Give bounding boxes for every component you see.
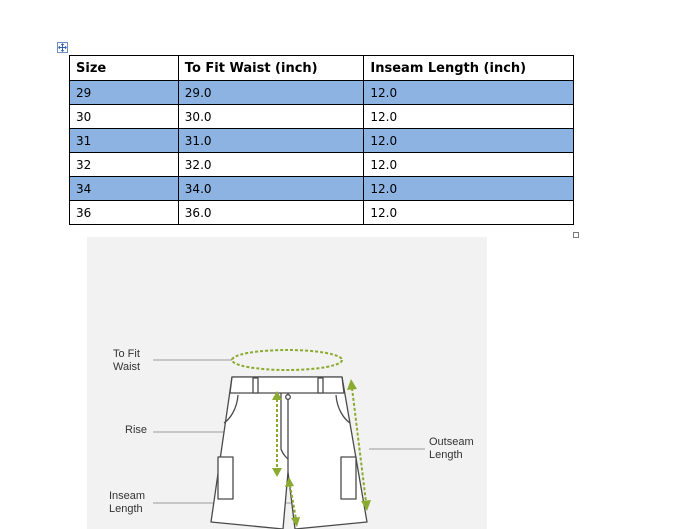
cell-inseam[interactable]: 12.0: [363, 200, 574, 225]
table-row: 32 32.0 12.0: [69, 152, 574, 177]
table-row: 36 36.0 12.0: [69, 200, 574, 225]
cell-size[interactable]: 31: [69, 128, 179, 153]
table-row: 29 29.0 12.0: [69, 80, 574, 105]
cell-waist[interactable]: 29.0: [177, 80, 365, 105]
cell-waist[interactable]: 36.0: [177, 200, 365, 225]
size-chart-table: Size To Fit Waist (inch) Inseam Length (…: [69, 55, 574, 225]
cell-size[interactable]: 36: [69, 200, 179, 225]
header-waist[interactable]: To Fit Waist (inch): [177, 55, 365, 81]
cell-size[interactable]: 32: [69, 152, 179, 177]
rise-arrow-icon: [272, 391, 282, 477]
inseam-arrow-icon: [285, 477, 300, 527]
outseam-arrow-icon: [347, 379, 371, 511]
outseam-label: Outseam Length: [429, 436, 474, 461]
shorts-illustration: [153, 349, 425, 529]
cell-inseam[interactable]: 12.0: [363, 128, 574, 153]
table-row: 34 34.0 12.0: [69, 176, 574, 201]
table-row: 31 31.0 12.0: [69, 128, 574, 153]
waist-label: To Fit Waist: [113, 348, 141, 373]
waist-measure-ellipse: [231, 349, 343, 371]
shorts-outline: [210, 376, 368, 529]
cell-inseam[interactable]: 12.0: [363, 152, 574, 177]
header-size[interactable]: Size: [69, 55, 179, 81]
cell-size[interactable]: 29: [69, 80, 179, 105]
cell-inseam[interactable]: 12.0: [363, 176, 574, 201]
cell-size[interactable]: 30: [69, 104, 179, 129]
cell-inseam[interactable]: 12.0: [363, 80, 574, 105]
cell-size[interactable]: 34: [69, 176, 179, 201]
cell-inseam[interactable]: 12.0: [363, 104, 574, 129]
cell-waist[interactable]: 34.0: [177, 176, 365, 201]
cell-waist[interactable]: 32.0: [177, 152, 365, 177]
header-inseam[interactable]: Inseam Length (inch): [363, 55, 574, 81]
shorts-measurement-diagram: To Fit Waist Rise Outseam Length Inseam …: [87, 237, 487, 529]
cell-waist[interactable]: 31.0: [177, 128, 365, 153]
inseam-label: Inseam Length: [109, 490, 146, 515]
cell-waist[interactable]: 30.0: [177, 104, 365, 129]
rise-label: Rise: [125, 424, 148, 436]
table-resize-handle[interactable]: [573, 232, 579, 238]
table-move-handle-icon[interactable]: [57, 42, 68, 53]
table-header-row: Size To Fit Waist (inch) Inseam Length (…: [69, 55, 574, 81]
table-row: 30 30.0 12.0: [69, 104, 574, 129]
